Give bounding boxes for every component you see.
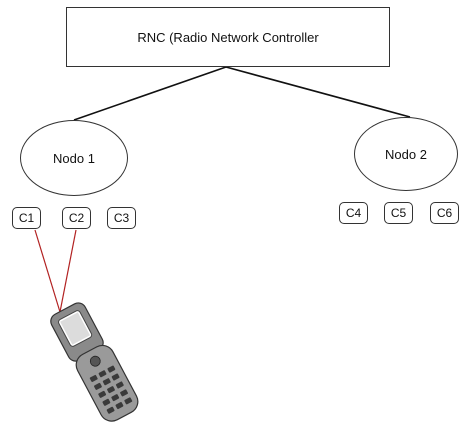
rnc-label: RNC (Radio Network Controller <box>137 29 319 45</box>
cell-c6: C6 <box>430 202 459 224</box>
cell-c1: C1 <box>12 207 41 229</box>
c2-radio-link <box>59 229 77 313</box>
cell-c2: C2 <box>62 207 91 229</box>
mobile-phone-icon <box>50 302 139 422</box>
nodo-2-label: Nodo 2 <box>385 146 427 162</box>
nodo-1-label: Nodo 1 <box>53 150 95 166</box>
rnc-box: RNC (Radio Network Controller <box>66 7 390 67</box>
cell-c5: C5 <box>384 202 413 224</box>
cell-c4: C4 <box>339 202 368 224</box>
c1-radio-link <box>34 229 61 313</box>
cell-c3: C3 <box>107 207 136 229</box>
nodo-1-circle: Nodo 1 <box>20 120 128 196</box>
rnc-to-nodo-1-link <box>73 66 227 121</box>
rnc-to-nodo-2-link <box>225 66 411 118</box>
nodo-2-circle: Nodo 2 <box>354 117 458 191</box>
